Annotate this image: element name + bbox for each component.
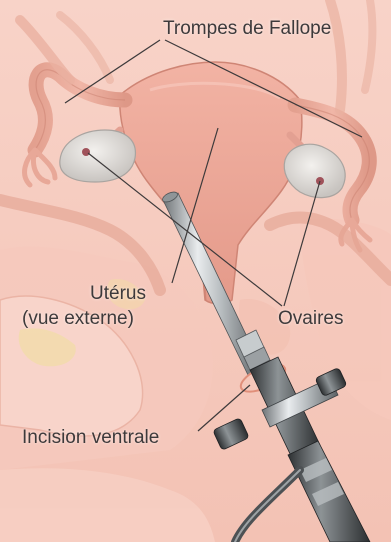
- label-ovaries: Ovaires: [278, 307, 343, 330]
- label-fallopian-tubes: Trompes de Fallope: [163, 17, 331, 40]
- label-incision: Incision ventrale: [22, 426, 159, 449]
- label-uterus: Utérus: [90, 282, 146, 305]
- label-uterus-view: (vue externe): [22, 307, 134, 330]
